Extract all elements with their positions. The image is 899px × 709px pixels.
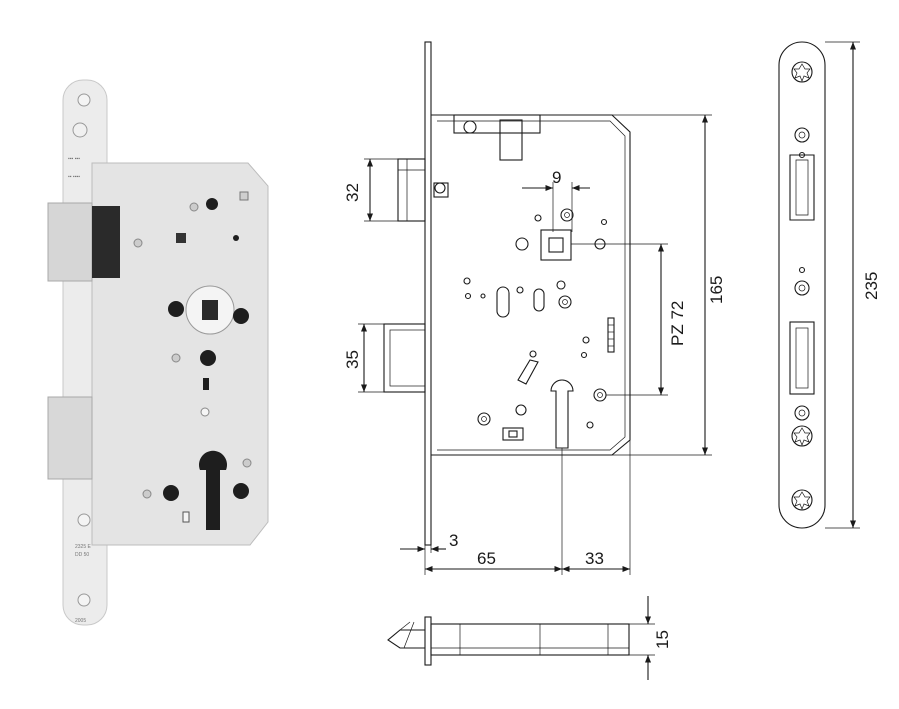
dim-35: 35 xyxy=(343,350,362,369)
latch-opening xyxy=(789,154,815,221)
torx-screw-icon xyxy=(791,61,813,83)
latch-section xyxy=(397,158,426,222)
svg-text:▪▪ ▪▪▪▪: ▪▪ ▪▪▪▪ xyxy=(68,174,80,180)
dead-bolt xyxy=(47,396,93,480)
lock-case xyxy=(91,162,269,546)
side-forend xyxy=(424,616,432,666)
dim-65: 65 xyxy=(477,549,496,568)
forend-outline xyxy=(778,41,826,529)
follower-square xyxy=(540,229,572,261)
latch-bolt xyxy=(47,202,93,282)
forend-mark-3: 2005 xyxy=(75,618,86,624)
dim-235: 235 xyxy=(862,272,881,300)
forend-mark-1: 2325 E xyxy=(75,544,92,550)
forend-drawing: 235 xyxy=(778,41,881,529)
cylinder-profile xyxy=(550,379,574,449)
svg-text:▪▪▪ ▪▪▪: ▪▪▪ ▪▪▪ xyxy=(68,156,80,162)
dim-165: 165 xyxy=(707,276,726,304)
bolt-opening xyxy=(789,321,815,395)
dim-9: 9 xyxy=(552,168,561,187)
case-outline xyxy=(431,114,631,456)
forend-mark-2: DD 50 xyxy=(75,552,89,558)
forend-section xyxy=(424,41,432,546)
side-view-drawing: 15 xyxy=(387,596,672,680)
dim-33: 33 xyxy=(585,549,604,568)
dim-3: 3 xyxy=(449,531,458,550)
dim-15: 15 xyxy=(653,630,672,649)
side-case xyxy=(430,623,630,656)
mortise-lock-photo: ▪▪▪ ▪▪▪ ▪▪ ▪▪▪▪ 2325 E DD 50 2005 xyxy=(47,79,269,626)
cylinder-cutout xyxy=(199,450,228,530)
dim-pz72: PZ 72 xyxy=(668,301,687,346)
lock-front-drawing: 32 35 9 PZ 72 165 3 65 33 xyxy=(343,41,726,575)
dim-32: 32 xyxy=(343,183,362,202)
